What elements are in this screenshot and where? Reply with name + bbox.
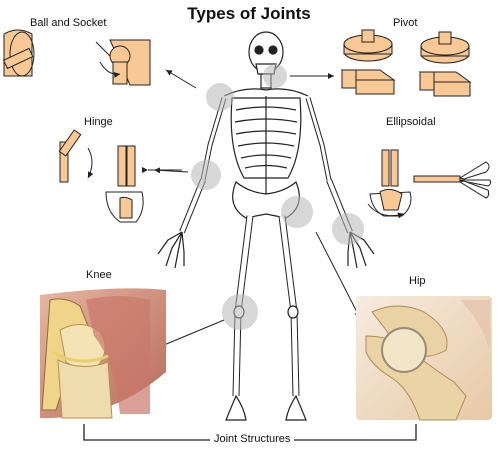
label-pivot: Pivot <box>393 17 417 29</box>
pivot-illustration <box>342 30 470 96</box>
hinge-illustration <box>59 130 182 222</box>
label-hip: Hip <box>409 275 426 287</box>
knee-illustration <box>40 288 166 418</box>
label-hinge: Hinge <box>84 116 113 128</box>
ball-and-socket-illustration <box>4 30 150 85</box>
label-ball-and-socket: Ball and Socket <box>30 17 106 29</box>
ellipsoidal-illustration <box>368 150 491 216</box>
label-knee: Knee <box>86 269 112 281</box>
label-joint-structures: Joint Structures <box>210 433 294 445</box>
label-ellipsoidal: Ellipsoidal <box>386 116 436 128</box>
hip-illustration <box>356 296 492 420</box>
